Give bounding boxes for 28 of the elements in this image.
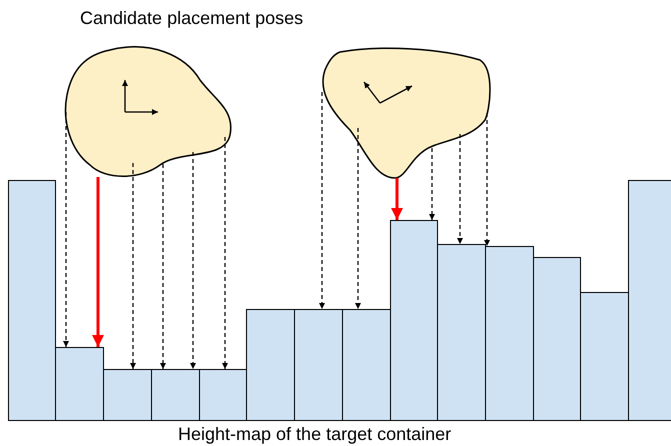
height-bar (342, 309, 391, 421)
height-bar (8, 180, 56, 421)
arrow (391, 178, 403, 220)
height-bar (485, 246, 534, 421)
height-bar (55, 347, 104, 421)
arrow (63, 112, 69, 347)
height-bar (246, 309, 295, 421)
arrow (92, 177, 104, 347)
height-bar (151, 369, 200, 421)
arrow (222, 137, 228, 369)
height-bar (580, 292, 629, 421)
height-bar (199, 369, 247, 421)
height-bar (437, 244, 486, 421)
arrow (130, 163, 136, 369)
height-bar (628, 180, 671, 421)
arrow (355, 128, 361, 309)
arrow (319, 92, 325, 309)
arrow (429, 148, 435, 220)
height-bar (294, 309, 343, 421)
height-bar (533, 257, 581, 421)
arrow (190, 152, 196, 369)
diagram-caption: Height-map of the target container (178, 424, 452, 445)
height-bar (390, 220, 438, 421)
height-bar (103, 369, 152, 421)
arrow (484, 113, 490, 246)
arrow (457, 134, 463, 244)
arrow (160, 164, 166, 369)
diagram-title: Candidate placement poses (80, 8, 304, 29)
